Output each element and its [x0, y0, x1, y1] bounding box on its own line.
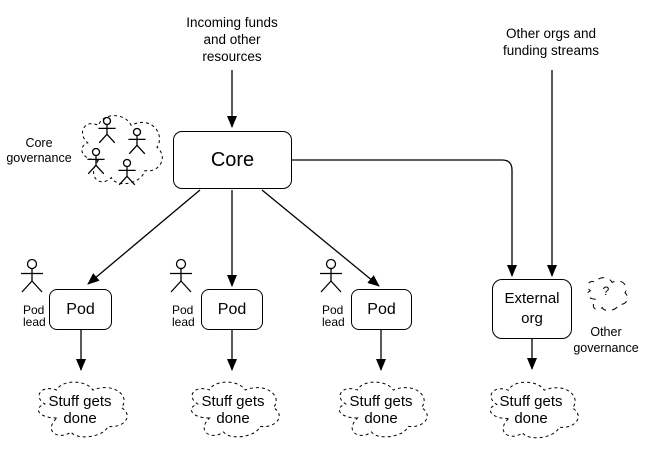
- pod-lead-label-2: Pod lead: [172, 303, 195, 329]
- core-node: Core: [173, 131, 292, 189]
- pod-lead-label-1: Pod lead: [23, 303, 46, 329]
- incoming-funds-label: Incoming funds and other resources: [186, 15, 278, 64]
- question-mark-label: ?: [602, 284, 610, 298]
- arrow-core-to-external: [292, 159, 517, 277]
- pod-node-3: Pod: [351, 289, 412, 330]
- person-icon: [86, 147, 106, 175]
- pod-lead-person-icon: [169, 258, 193, 293]
- other-governance-label: Other governance: [573, 325, 639, 355]
- external-org-node: External org: [492, 279, 572, 339]
- stuff-cloud-label-4: Stuff gets done: [499, 393, 563, 427]
- pod-node-2-label: Pod: [217, 300, 247, 318]
- core-governance-label: Core governance: [6, 136, 72, 165]
- stuff-cloud-label-1: Stuff gets done: [48, 393, 112, 427]
- pod-node-1: Pod: [49, 289, 112, 330]
- pod-lead-label-3: Pod lead: [322, 303, 345, 329]
- arrow-core-to-pod-3: [261, 189, 380, 287]
- external-org-label: External org: [504, 290, 560, 327]
- pod-lead-person-icon: [319, 258, 343, 293]
- pod-node-2: Pod: [201, 289, 263, 330]
- pod-lead-person-icon: [20, 258, 44, 293]
- pod-node-1-label: Pod: [66, 300, 95, 318]
- person-icon: [97, 116, 117, 144]
- person-icon: [117, 158, 137, 186]
- person-icon: [127, 127, 147, 155]
- core-node-label: Core: [210, 148, 255, 171]
- stuff-cloud-label-2: Stuff gets done: [201, 393, 265, 427]
- arrow-core-to-pod-1: [87, 189, 201, 285]
- pod-node-3-label: Pod: [367, 300, 396, 318]
- other-orgs-label: Other orgs and funding streams: [502, 26, 600, 58]
- stuff-cloud-label-3: Stuff gets done: [349, 393, 413, 427]
